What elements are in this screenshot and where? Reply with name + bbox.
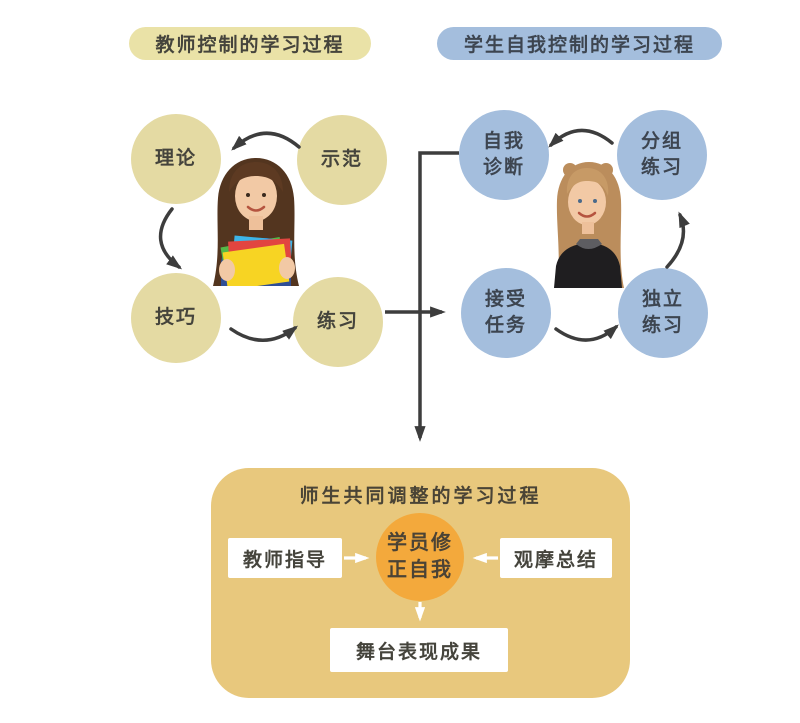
arrow-demo-to-theory-icon bbox=[231, 131, 301, 151]
stage-result-box: 舞台表现成果 bbox=[330, 628, 508, 672]
node-group-practice-line1: 分组 bbox=[640, 131, 683, 152]
node-accept-task-line1: 接受 bbox=[484, 289, 527, 310]
node-skill: 技巧 bbox=[131, 273, 221, 363]
arrow-task-to-independent-icon bbox=[554, 324, 619, 342]
node-theory: 理论 bbox=[131, 114, 221, 204]
node-demonstration: 示范 bbox=[297, 115, 387, 205]
node-practice: 练习 bbox=[293, 277, 383, 367]
student-photo bbox=[542, 160, 636, 288]
student-cycle-header: 学生自我控制的学习过程 bbox=[437, 27, 722, 60]
node-self-diagnosis-line2: 诊断 bbox=[482, 157, 525, 178]
node-group-practice: 分组 练习 bbox=[617, 110, 707, 200]
teacher-photo bbox=[203, 158, 309, 291]
joint-process-title: 师生共同调整的学习过程 bbox=[299, 486, 542, 507]
joint-process-panel: 师生共同调整的学习过程 教师指导 学员修 正自我 观摩总结 舞台表现成果 bbox=[211, 468, 630, 698]
node-independent-practice: 独立 练习 bbox=[618, 268, 708, 358]
observation-summary-box: 观摩总结 bbox=[500, 538, 612, 578]
node-accept-task: 接受 任务 bbox=[461, 268, 551, 358]
node-group-practice-line2: 练习 bbox=[640, 157, 683, 178]
arrow-independent-to-group-icon bbox=[665, 211, 690, 269]
self-correction-line2: 正自我 bbox=[387, 559, 453, 581]
node-accept-task-line2: 任务 bbox=[484, 315, 527, 336]
self-correction-line1: 学员修 bbox=[387, 532, 453, 554]
node-independent-practice-line2: 练习 bbox=[641, 315, 684, 336]
node-self-diagnosis-line1: 自我 bbox=[482, 131, 525, 152]
arrow-skill-to-practice-icon bbox=[229, 325, 299, 342]
node-self-diagnosis: 自我 诊断 bbox=[459, 110, 549, 200]
teacher-cycle-header: 教师控制的学习过程 bbox=[129, 27, 371, 60]
self-correction-bubble: 学员修 正自我 bbox=[376, 513, 464, 601]
node-independent-practice-line1: 独立 bbox=[641, 289, 684, 310]
connector-diagnosis-to-joint-panel bbox=[414, 151, 459, 442]
arrow-theory-to-skill-icon bbox=[158, 207, 183, 270]
arrow-group-to-diagnosis-icon bbox=[548, 128, 614, 148]
teacher-guidance-box: 教师指导 bbox=[228, 538, 342, 578]
